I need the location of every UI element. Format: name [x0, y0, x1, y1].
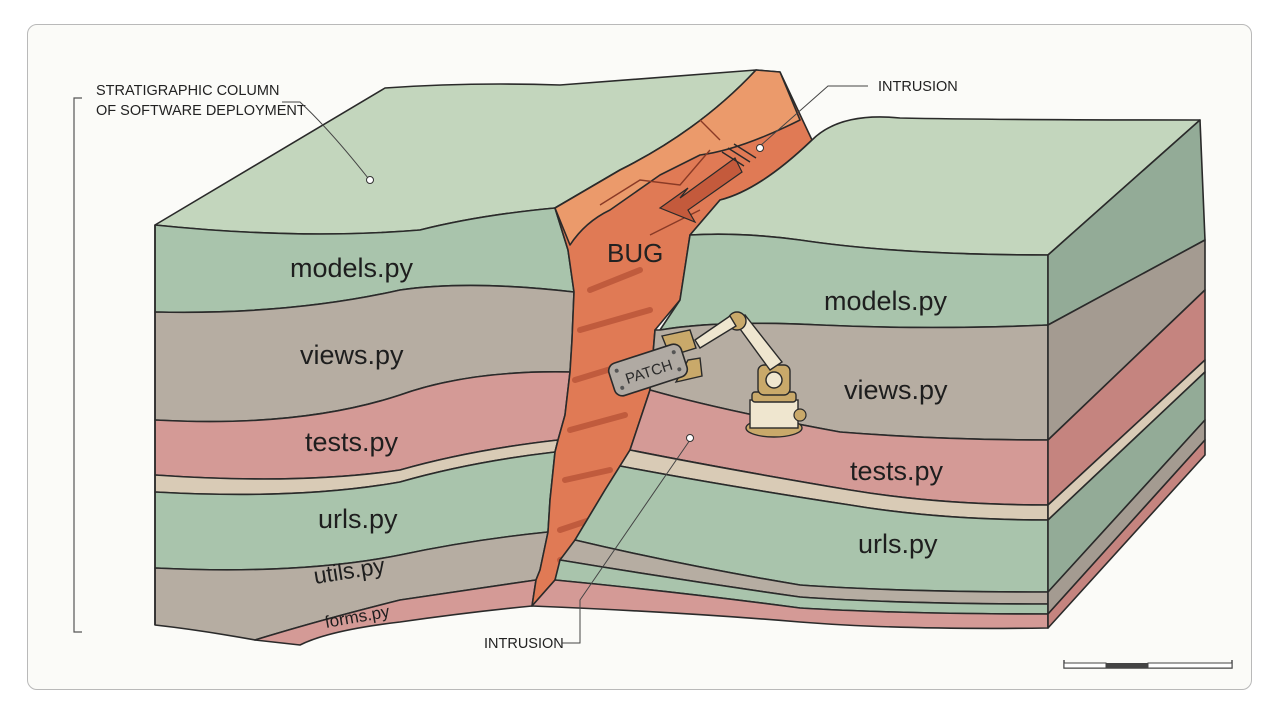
right-label-views: views.py — [844, 375, 948, 405]
left-label-urls: urls.py — [318, 504, 398, 534]
bug-label: BUG — [607, 238, 663, 268]
title-line-2: OF SOFTWARE DEPLOYMENT — [96, 103, 306, 119]
right-label-urls: urls.py — [858, 529, 938, 559]
patch-robot-arm: PATCH — [607, 311, 807, 438]
right-side-bottom-pink — [1047, 439, 1206, 629]
intrusion-bug: BUG — [531, 69, 813, 607]
left-label-tests: tests.py — [305, 427, 399, 457]
left-label-models: models.py — [290, 253, 414, 283]
intrusion-top-face — [554, 69, 801, 246]
scale-bar — [1063, 660, 1233, 669]
annotations: STRATIGRAPHIC COLUMN OF SOFTWARE DEPLOYM… — [73, 79, 1233, 669]
left-block — [154, 69, 757, 646]
right-label-models: models.py — [824, 286, 948, 316]
right-label-tests: tests.py — [850, 456, 944, 486]
intrusion-callout-top: INTRUSION — [878, 79, 958, 95]
patch-plate — [607, 343, 689, 397]
intrusion-callout-bottom: INTRUSION — [484, 636, 564, 652]
title-line-1: STRATIGRAPHIC COLUMN — [96, 83, 279, 99]
intrusion-arrow-icon — [658, 157, 743, 224]
left-label-views: views.py — [300, 340, 404, 370]
column-bracket — [73, 97, 82, 633]
